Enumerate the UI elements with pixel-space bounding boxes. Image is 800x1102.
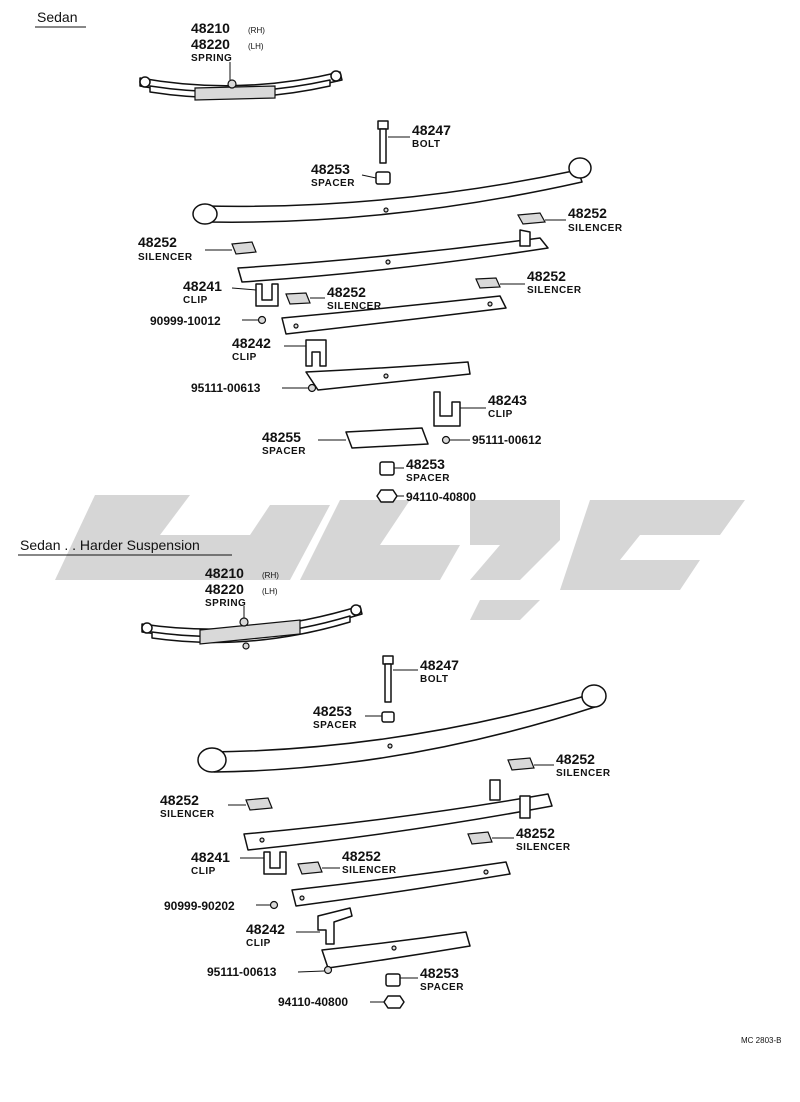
- part-number: 48252: [342, 848, 381, 864]
- part-number: 48241: [191, 849, 230, 865]
- part-number: 48252: [138, 234, 177, 250]
- part-name: SPACER: [311, 178, 355, 189]
- bolt-icon: [377, 120, 389, 164]
- spacer-icon: [385, 973, 401, 987]
- spacer-icon: [379, 461, 395, 476]
- side-lh: (LH): [248, 42, 264, 51]
- part-number: 48252: [516, 825, 555, 841]
- clip-icon: [317, 907, 353, 945]
- drawing-reference: MC 2803-B: [741, 1036, 781, 1045]
- main-leaf-icon: [192, 157, 592, 225]
- part-number: 48252: [568, 205, 607, 221]
- part-number: 48210: [191, 20, 230, 36]
- spring-assembly-icon: [139, 70, 343, 101]
- silencer-icon: [231, 241, 257, 255]
- part-name: SILENCER: [568, 223, 623, 234]
- spacer-block-icon: [345, 427, 429, 449]
- part-name: CLIP: [183, 295, 208, 306]
- fourth-leaf-icon: [305, 361, 471, 391]
- part-number: 48220: [191, 36, 230, 52]
- part-number: 48253: [311, 161, 350, 177]
- part-name: SPRING: [191, 53, 232, 64]
- part-number: 95111-00612: [472, 433, 542, 447]
- part-number: 48253: [406, 456, 445, 472]
- screw-icon: [323, 965, 333, 975]
- side-rh: (RH): [248, 26, 265, 35]
- part-name: SPACER: [313, 720, 357, 731]
- part-name: SPACER: [262, 446, 306, 457]
- part-number: 94110-40800: [278, 995, 348, 1009]
- screw-icon: [269, 900, 279, 910]
- part-name: CLIP: [246, 938, 271, 949]
- part-name: SILENCER: [342, 865, 397, 876]
- silencer-icon: [517, 212, 546, 225]
- silencer-icon: [285, 292, 311, 305]
- second-leaf-icon: [243, 779, 553, 851]
- main-leaf-icon: [197, 684, 607, 773]
- third-leaf-icon: [281, 295, 507, 335]
- part-name: BOLT: [412, 139, 440, 150]
- part-number: 48252: [327, 284, 366, 300]
- section-title-harder-suspension: Sedan . . Harder Suspension: [20, 537, 200, 553]
- part-number: 48252: [527, 268, 566, 284]
- silencer-icon: [507, 757, 535, 771]
- part-name: CLIP: [232, 352, 257, 363]
- part-name: BOLT: [420, 674, 448, 685]
- third-leaf-icon: [291, 861, 511, 907]
- silencer-icon: [297, 861, 323, 875]
- spring-assembly-icon: [141, 604, 363, 650]
- part-name: SPACER: [420, 982, 464, 993]
- silencer-icon: [245, 797, 273, 811]
- silencer-icon: [475, 277, 501, 289]
- part-number: 48242: [232, 335, 271, 351]
- part-number: 90999-10012: [150, 314, 221, 328]
- clip-icon: [433, 391, 461, 427]
- screw-icon: [441, 435, 451, 445]
- part-number: 48210: [205, 565, 244, 581]
- screw-icon: [257, 315, 267, 325]
- part-name: SILENCER: [516, 842, 571, 853]
- part-number: 95111-00613: [191, 381, 261, 395]
- part-name: SILENCER: [160, 809, 215, 820]
- spacer-icon: [381, 711, 395, 723]
- watermark-logo: [55, 495, 745, 620]
- side-rh: (RH): [262, 571, 279, 580]
- fourth-leaf-icon: [321, 931, 471, 969]
- part-number: 48241: [183, 278, 222, 294]
- part-number: 48242: [246, 921, 285, 937]
- part-name: CLIP: [488, 409, 513, 420]
- second-leaf-icon: [237, 229, 549, 283]
- nut-icon: [376, 489, 398, 503]
- part-number: 48247: [420, 657, 459, 673]
- part-name: SILENCER: [527, 285, 582, 296]
- part-number: 48247: [412, 122, 451, 138]
- part-name: SILENCER: [327, 301, 382, 312]
- part-number: 48252: [160, 792, 199, 808]
- part-number: 48243: [488, 392, 527, 408]
- part-number: 95111-00613: [207, 965, 277, 979]
- nut-icon: [383, 995, 405, 1009]
- clip-icon: [305, 339, 327, 367]
- part-number: 90999-90202: [164, 899, 235, 913]
- part-number: 94110-40800: [406, 490, 476, 504]
- part-number: 48252: [556, 751, 595, 767]
- clip-icon: [263, 851, 287, 875]
- part-name: SPRING: [205, 598, 246, 609]
- part-name: CLIP: [191, 866, 216, 877]
- part-number: 48255: [262, 429, 301, 445]
- silencer-icon: [467, 831, 493, 845]
- part-number: 48220: [205, 581, 244, 597]
- part-number: 48253: [313, 703, 352, 719]
- spacer-icon: [375, 171, 391, 185]
- part-name: SPACER: [406, 473, 450, 484]
- side-lh: (LH): [262, 587, 278, 596]
- part-number: 48253: [420, 965, 459, 981]
- part-name: SILENCER: [138, 252, 193, 263]
- screw-icon: [307, 383, 317, 393]
- bolt-icon: [382, 655, 394, 703]
- part-name: SILENCER: [556, 768, 611, 779]
- section-title-sedan: Sedan: [37, 9, 77, 25]
- clip-icon: [255, 283, 279, 307]
